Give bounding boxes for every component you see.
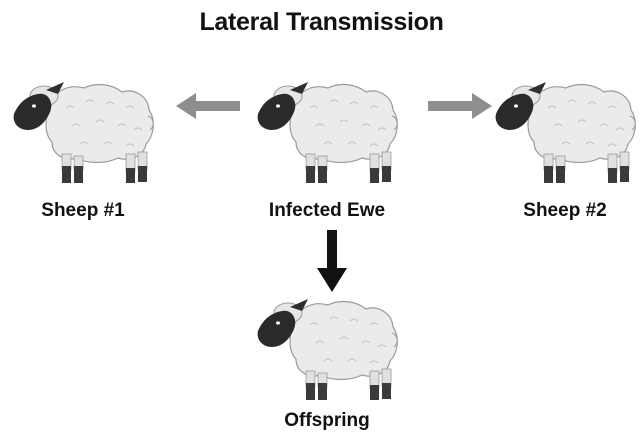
arrow-to-offspring [317, 230, 347, 292]
offspring-label: Offspring [252, 410, 402, 432]
sheep-icon [252, 68, 402, 186]
sheep-icon [8, 68, 158, 186]
sheep-icon [490, 68, 640, 186]
diagram-title: Lateral Transmission [0, 8, 643, 37]
sheep-1-label: Sheep #1 [8, 200, 158, 222]
arrow-to-sheep-2 [426, 92, 492, 120]
arrow-to-sheep-1 [176, 92, 242, 120]
infected-ewe-label: Infected Ewe [242, 200, 412, 222]
sheep-icon [252, 285, 402, 403]
sheep-2-label: Sheep #2 [490, 200, 640, 222]
